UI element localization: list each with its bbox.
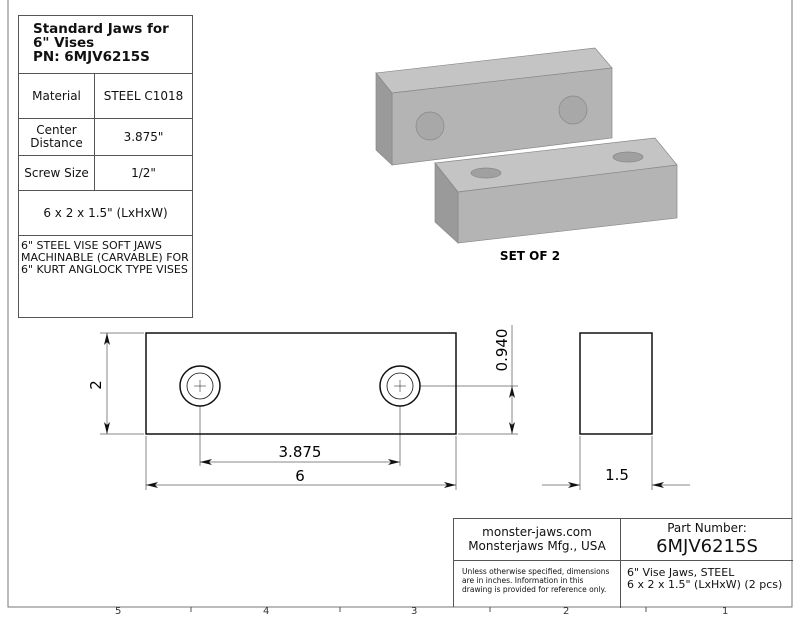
dim-width: 1.5 (605, 466, 629, 484)
side-view (542, 332, 690, 490)
hole (558, 95, 588, 125)
spec-row-screw-size: Screw Size 1/2" (19, 156, 192, 191)
company-name: Monsterjaws Mfg., USA (468, 539, 606, 553)
spec-row-center-distance: Center Distance 3.875" (19, 119, 192, 156)
hole (470, 167, 502, 179)
spec-description: 6" STEEL VISE SOFT JAWS MACHINABLE (CARV… (21, 239, 189, 276)
title-line: Standard Jaws for (33, 21, 169, 37)
spec-value: 1/2" (131, 166, 156, 180)
spec-row-material: Material STEEL C1018 (19, 74, 192, 119)
iso-caption: SET OF 2 (500, 249, 560, 263)
part-number-cell: Part Number: 6MJV6215S (621, 519, 793, 561)
spec-title: Standard Jaws for 6" Vises PN: 6MJV6215S (19, 16, 192, 74)
part-number: 6MJV6215S (656, 536, 758, 557)
jaw-lower-3d (434, 137, 678, 244)
jaw-upper-3d (375, 47, 613, 166)
sheet-border (7, 0, 793, 608)
spec-size: 6 x 2 x 1.5" (LxHxW) (19, 191, 192, 236)
spec-value: 3.875" (123, 130, 164, 144)
spec-label: Screw Size (19, 156, 95, 190)
dim-length: 6 (295, 467, 305, 485)
description-cell: 6" Vise Jaws, STEEL 6 x 2 x 1.5" (LxHxW)… (621, 561, 793, 608)
desc-line: 6" Vise Jaws, STEEL (627, 566, 735, 579)
spec-label: Material (19, 74, 95, 118)
hole (612, 151, 644, 163)
zone-label: 5 (115, 606, 122, 617)
dim-height: 2 (87, 380, 105, 390)
zone-label: 4 (263, 606, 270, 617)
title-line: 6" Vises (33, 35, 95, 51)
dim-center-distance: 3.875 (279, 443, 322, 461)
website: monster-jaws.com (482, 525, 592, 539)
part-number-label: Part Number: (667, 521, 747, 535)
zone-label: 3 (411, 606, 418, 617)
title-line: PN: 6MJV6215S (33, 49, 150, 65)
spec-value: STEEL C1018 (103, 89, 184, 103)
title-block: monster-jaws.com Monsterjaws Mfg., USA P… (453, 518, 793, 608)
zone-label: 1 (722, 606, 729, 617)
disclaimer: Unless otherwise specified, dimensions a… (454, 561, 621, 608)
spec-table: Standard Jaws for 6" Vises PN: 6MJV6215S… (18, 15, 193, 318)
spec-label: Center Distance (19, 119, 95, 155)
front-view (100, 325, 518, 490)
zone-label: 2 (563, 606, 570, 617)
dim-hole-height: 0.940 (493, 329, 511, 372)
hole (415, 111, 445, 141)
company-cell: monster-jaws.com Monsterjaws Mfg., USA (454, 519, 621, 561)
zone-ticks (190, 607, 647, 612)
desc-line: 6 x 2 x 1.5" (LxHxW) (2 pcs) (627, 578, 783, 591)
